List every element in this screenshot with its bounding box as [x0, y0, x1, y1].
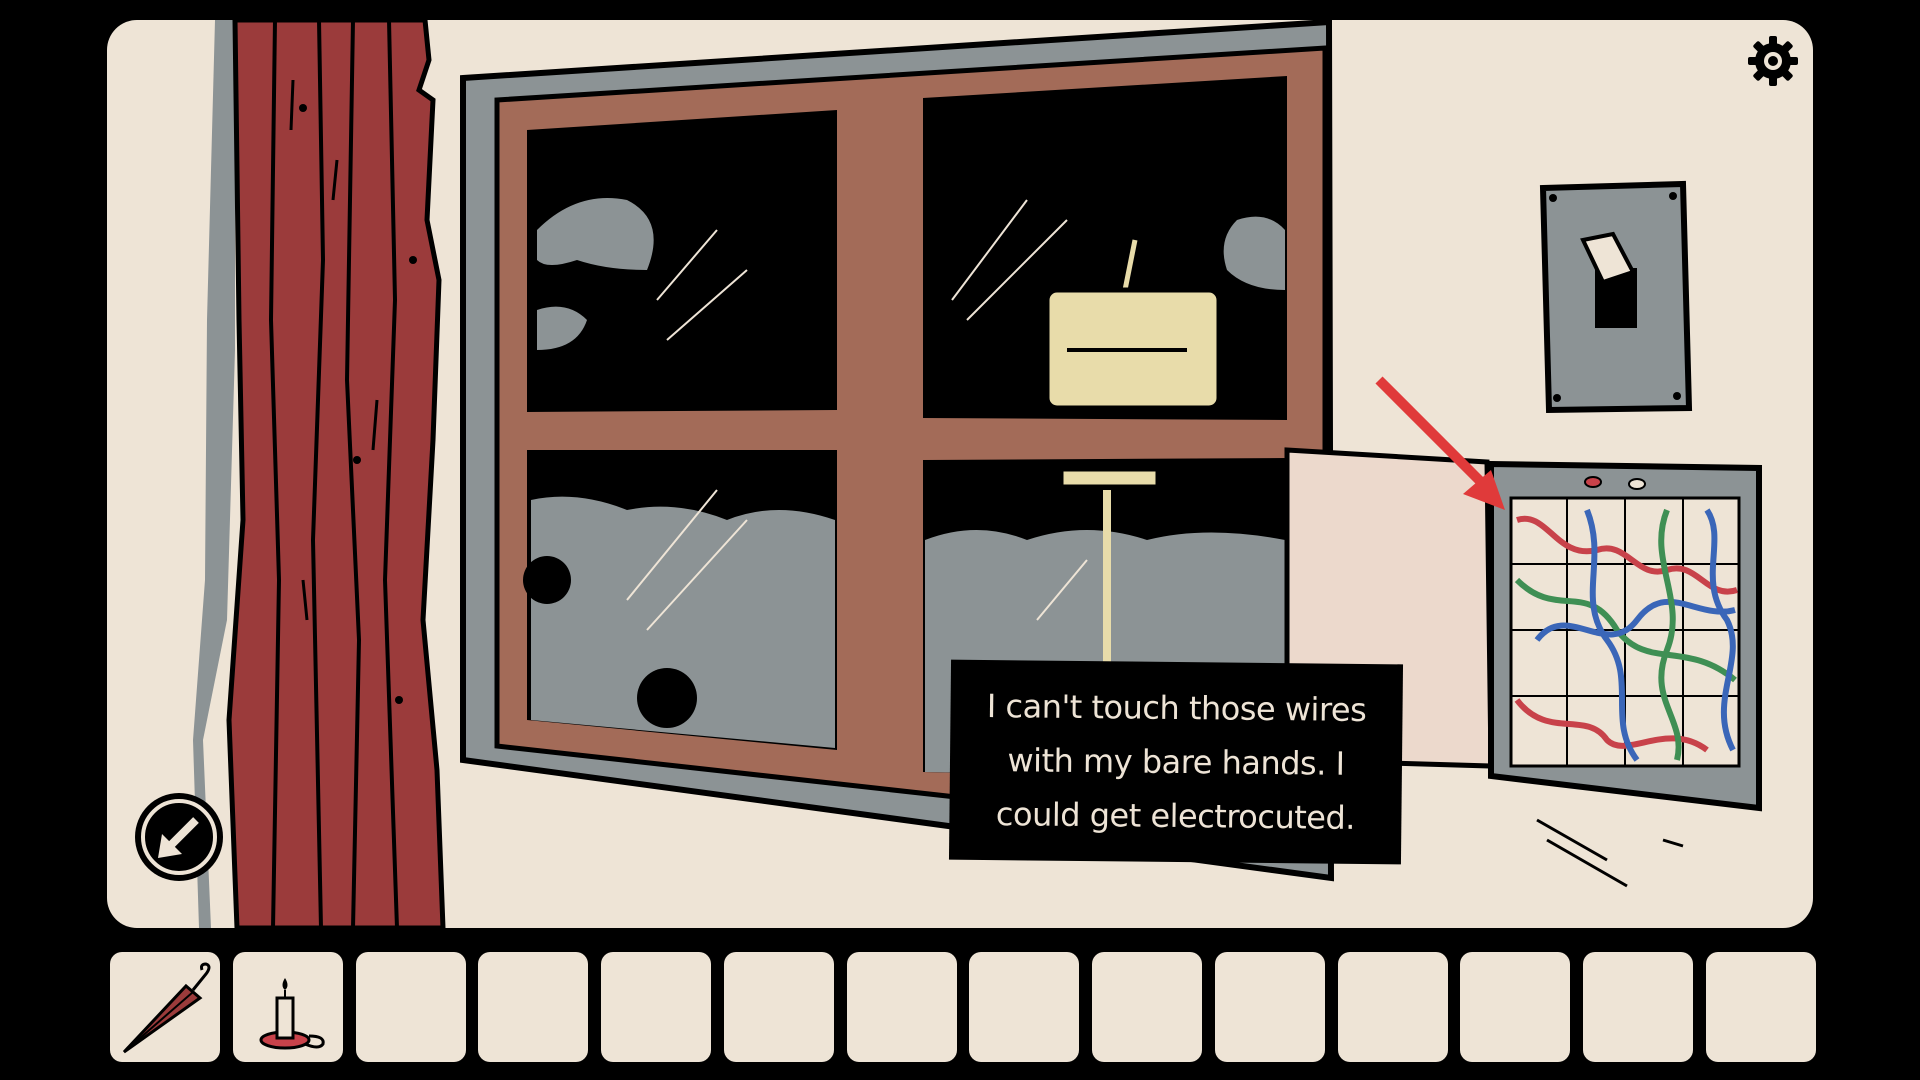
curtain-shadow [193, 20, 235, 928]
inventory-slot[interactable] [969, 952, 1080, 1062]
hint-arrow [1375, 376, 1505, 510]
umbrella-icon [122, 962, 211, 1054]
floor-scribbles [1536, 818, 1684, 888]
inventory-slot[interactable] [601, 952, 712, 1062]
inventory-slot[interactable] [1705, 952, 1816, 1062]
inventory-slot[interactable] [1092, 952, 1203, 1062]
inventory-slot-candle[interactable] [232, 952, 343, 1062]
inventory-bar [110, 952, 1816, 1064]
candle-icon [259, 978, 325, 1050]
inventory-slot[interactable] [355, 952, 466, 1062]
light-switch[interactable] [1539, 180, 1693, 414]
inventory-slot[interactable] [478, 952, 589, 1062]
dialog-box[interactable]: I can't touch those wires with my bare h… [948, 659, 1404, 865]
inventory-slot-umbrella[interactable] [110, 952, 221, 1062]
inventory-slot[interactable] [1460, 952, 1571, 1062]
curtain[interactable] [226, 20, 446, 928]
dialog-text: I can't touch those wires with my bare h… [986, 687, 1367, 837]
inventory-slot[interactable] [1337, 952, 1448, 1062]
inventory-slot[interactable] [1583, 952, 1694, 1062]
gear-icon[interactable] [1746, 34, 1800, 88]
wire-puzzle-panel[interactable] [1488, 460, 1762, 812]
back-arrow-icon[interactable] [132, 790, 226, 884]
inventory-slot[interactable] [846, 952, 957, 1062]
inventory-slot[interactable] [1214, 952, 1325, 1062]
inventory-slot[interactable] [723, 952, 834, 1062]
